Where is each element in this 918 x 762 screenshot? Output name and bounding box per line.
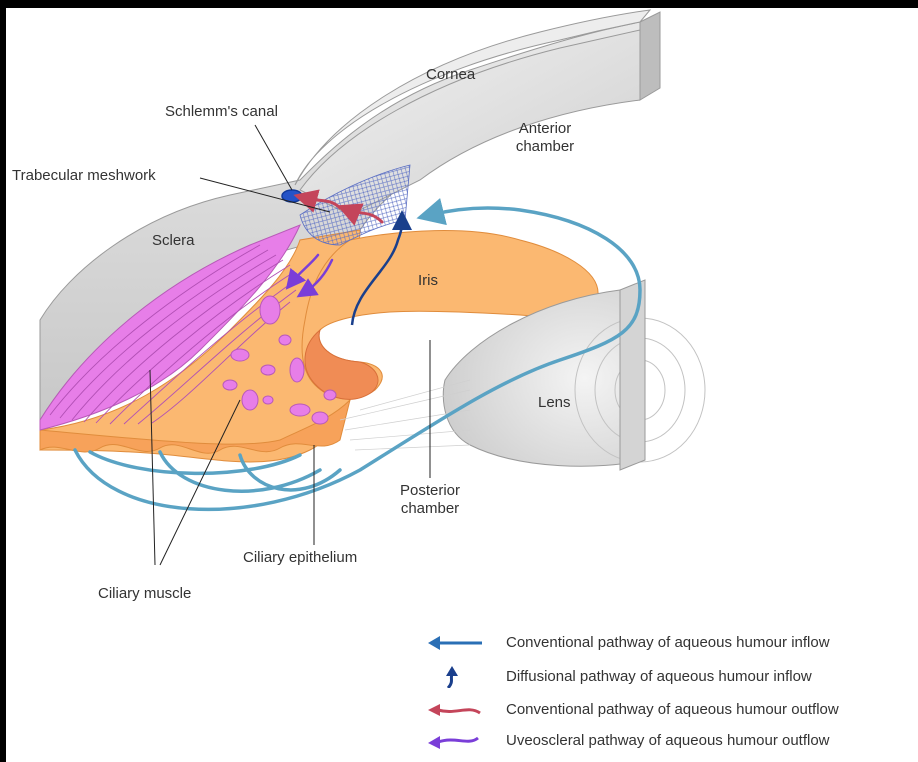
up-arrow-icon bbox=[420, 666, 490, 688]
cornea-end-face bbox=[640, 12, 660, 100]
label-cornea: Cornea bbox=[426, 66, 475, 84]
legend-label: Uveoscleral pathway of aqueous humour ou… bbox=[506, 732, 830, 749]
label-lens: Lens bbox=[538, 394, 571, 412]
legend-item: Diffusional pathway of aqueous humour in… bbox=[420, 666, 918, 688]
label-trabecular-meshwork: Trabecular meshwork bbox=[12, 167, 156, 185]
label-posterior-chamber: Posterior chamber bbox=[385, 482, 475, 518]
legend-label: Conventional pathway of aqueous humour i… bbox=[506, 634, 830, 651]
label-schlemms-canal: Schlemm's canal bbox=[165, 103, 278, 121]
legend-label: Conventional pathway of aqueous humour o… bbox=[506, 701, 839, 718]
wavy-left-arrow-icon bbox=[420, 699, 490, 721]
label-iris: Iris bbox=[418, 272, 438, 290]
label-anterior-chamber: Anterior chamber bbox=[500, 120, 590, 156]
legend-item: Conventional pathway of aqueous humour o… bbox=[420, 699, 918, 721]
label-sclera: Sclera bbox=[152, 232, 195, 250]
left-arrow-icon bbox=[420, 632, 490, 654]
legend-label: Diffusional pathway of aqueous humour in… bbox=[506, 668, 812, 685]
lens bbox=[443, 290, 645, 466]
label-ciliary-epithelium: Ciliary epithelium bbox=[243, 549, 357, 567]
wavy-left-arrow-icon bbox=[420, 730, 490, 752]
label-ciliary-muscle: Ciliary muscle bbox=[98, 585, 191, 603]
lens-end-face bbox=[620, 280, 645, 470]
legend-item: Conventional pathway of aqueous humour i… bbox=[420, 632, 918, 654]
legend-item: Uveoscleral pathway of aqueous humour ou… bbox=[420, 730, 918, 752]
